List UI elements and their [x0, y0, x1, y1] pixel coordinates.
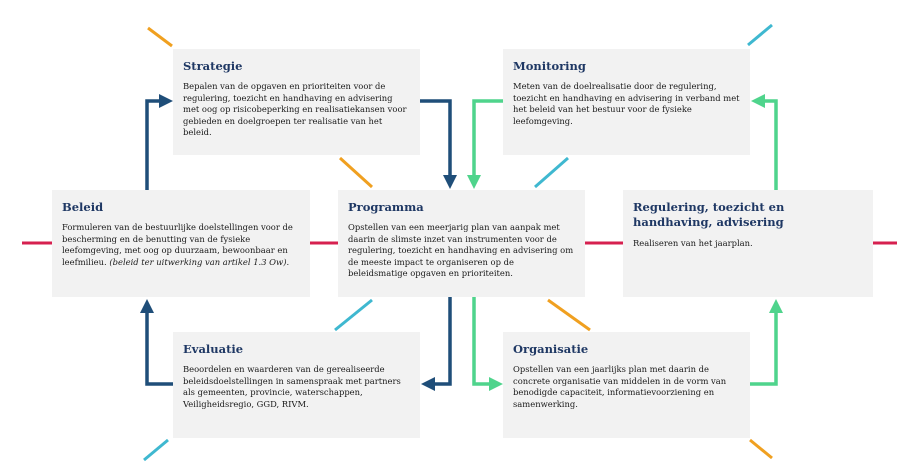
beleid-body-italic: (beleid ter uitwerking van artikel 1.3 O… — [109, 256, 290, 267]
beleid-box: Beleid Formuleren van de bestuurlijke do… — [52, 190, 310, 297]
diagonal-teal-bottom-left-inner — [334, 298, 373, 332]
organisatie-body: Opstellen van een jaarlijks plan met daa… — [513, 364, 727, 409]
arrow-evaluatie-to-beleid — [140, 299, 173, 386]
evaluatie-body: Beoordelen en waarderen van de gerealise… — [183, 364, 401, 409]
diagonal-orange-bottom-right-inner — [547, 298, 591, 332]
arrow-organisatie-to-regulering — [750, 299, 783, 386]
programma-title: Programma — [348, 200, 424, 214]
diagonal-orange-top-left — [147, 26, 173, 48]
organisatie-box: Organisatie Opstellen van een jaarlijks … — [503, 332, 750, 438]
regulering-box: Regulering, toezicht en handhaving, advi… — [623, 190, 873, 297]
monitoring-body: Meten van de doelrealisatie door de regu… — [513, 81, 740, 126]
evaluatie-title: Evaluatie — [183, 342, 244, 356]
strategie-body: Bepalen van de opgaven en prioriteiten v… — [183, 81, 407, 138]
programma-box: Programma Opstellen van een meerjarig pl… — [338, 190, 585, 297]
regulering-body: Realiseren van het jaarplan. — [633, 238, 753, 248]
diagonal-teal-top-right — [747, 23, 773, 47]
organisatie-title: Organisatie — [513, 342, 589, 356]
strategie-box: Strategie Bepalen van de opgaven en prio… — [173, 49, 420, 155]
monitoring-title: Monitoring — [513, 59, 586, 73]
arrow-strategie-to-programma — [420, 99, 457, 189]
arrow-programma-to-organisatie — [472, 297, 503, 391]
diagonal-teal-bottom-left — [143, 438, 169, 462]
diagonal-orange-bottom-right — [749, 438, 773, 460]
beleid-body-wrapper: Formuleren van de bestuurlijke doelstell… — [62, 222, 300, 268]
diagonal-orange-top-left-inner — [338, 156, 374, 189]
evaluatie-box: Evaluatie Beoordelen en waarderen van de… — [173, 332, 420, 438]
beleid-title: Beleid — [62, 200, 104, 214]
monitoring-box: Monitoring Meten van de doelrealisatie d… — [503, 49, 750, 155]
regulering-title: Regulering, toezicht en handhaving, advi… — [633, 200, 785, 229]
arrow-monitoring-to-programma — [467, 99, 503, 189]
arrow-regulering-to-monitoring — [751, 94, 778, 190]
diagonal-teal-top-right-inner — [534, 156, 569, 189]
beleid-body: Formuleren van de bestuurlijke doelstell… — [62, 222, 293, 267]
arrow-programma-to-evaluatie — [421, 297, 452, 391]
strategie-title: Strategie — [183, 59, 243, 73]
programma-body: Opstellen van een meerjarig plan van aan… — [348, 222, 574, 279]
arrow-beleid-to-strategie — [145, 94, 173, 190]
